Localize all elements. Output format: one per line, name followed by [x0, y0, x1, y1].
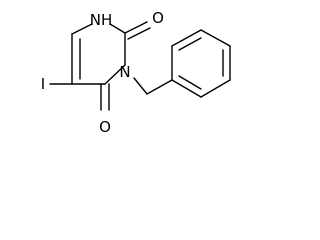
bond-n3-c4 — [104, 64, 126, 85]
bond-c2-o-a — [124, 21, 148, 34]
bond-n3-ch2 — [133, 77, 148, 95]
bond-n1-c2 — [109, 23, 126, 34]
bond-c6-n1 — [71, 23, 93, 35]
bond-ch2-phenyl — [146, 79, 173, 95]
atom-o-top: O — [152, 9, 164, 27]
atom-iodine: I — [41, 75, 45, 93]
bond-ph-6 — [171, 79, 202, 98]
structure-canvas: NH O N I O — [0, 0, 252, 148]
bond-ph-3 — [200, 29, 231, 47]
bond-ph-2 — [171, 29, 202, 47]
bond-ph-5 — [200, 79, 231, 98]
bond-c2-o-b — [127, 27, 151, 40]
atom-nh: NH — [90, 11, 113, 29]
bond-ph-inner-1 — [178, 37, 202, 51]
molecule-diagram: NH O N I O — [41, 9, 231, 136]
atom-n3: N — [119, 63, 130, 81]
atom-o-bottom: O — [99, 118, 111, 136]
bond-ph-inner-3 — [178, 75, 202, 90]
